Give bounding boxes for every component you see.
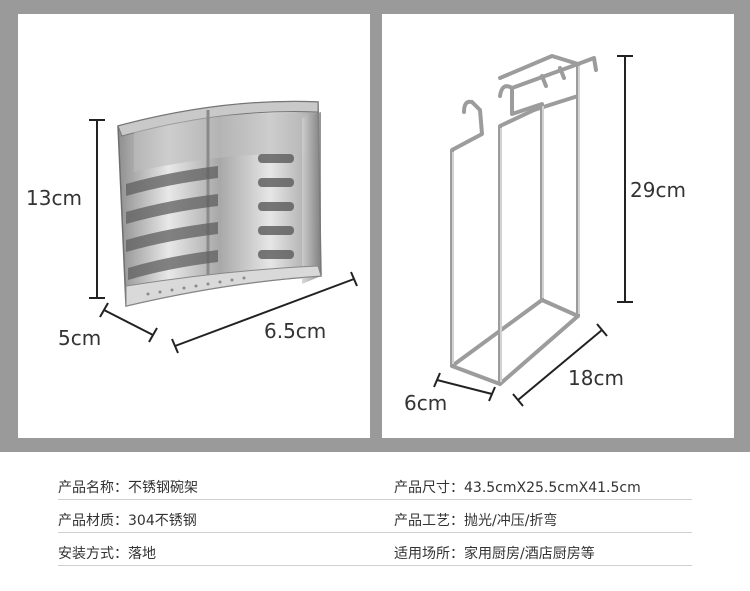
spec-usage: 适用场所：家用厨房/酒店厨房等 (394, 546, 595, 562)
height-label: 13cm (26, 186, 82, 210)
row-divider (58, 532, 692, 533)
spec-product-name: 产品名称：不锈钢碗架 (58, 480, 198, 496)
spec-material: 产品材质：304不锈钢 (58, 513, 197, 529)
spec-row: 产品材质：304不锈钢 产品工艺：抛光/冲压/折弯 (58, 503, 692, 533)
spec-installation: 安装方式：落地 (58, 546, 156, 562)
width-label: 6.5cm (264, 319, 327, 343)
height-label: 29cm (630, 178, 686, 202)
spec-product-size: 产品尺寸：43.5cmX25.5cmX41.5cm (394, 480, 641, 496)
row-divider (58, 499, 692, 500)
depth-label: 5cm (58, 326, 102, 350)
width-label: 18cm (568, 366, 624, 390)
utensil-holder-illustration (89, 100, 358, 354)
spec-row: 安装方式：落地 适用场所：家用厨房/酒店厨房等 (58, 536, 692, 566)
spec-row: 产品名称：不锈钢碗架 产品尺寸：43.5cmX25.5cmX41.5cm (58, 470, 692, 500)
spec-process: 产品工艺：抛光/冲压/折弯 (394, 513, 558, 529)
row-divider (58, 565, 692, 566)
wire-rack-panel: 29cm 6cm 18cm (382, 14, 734, 438)
wire-rack-illustration (433, 54, 633, 407)
utensil-holder-panel: 13cm 5cm 6.5cm (18, 14, 370, 438)
depth-label: 6cm (404, 391, 448, 415)
